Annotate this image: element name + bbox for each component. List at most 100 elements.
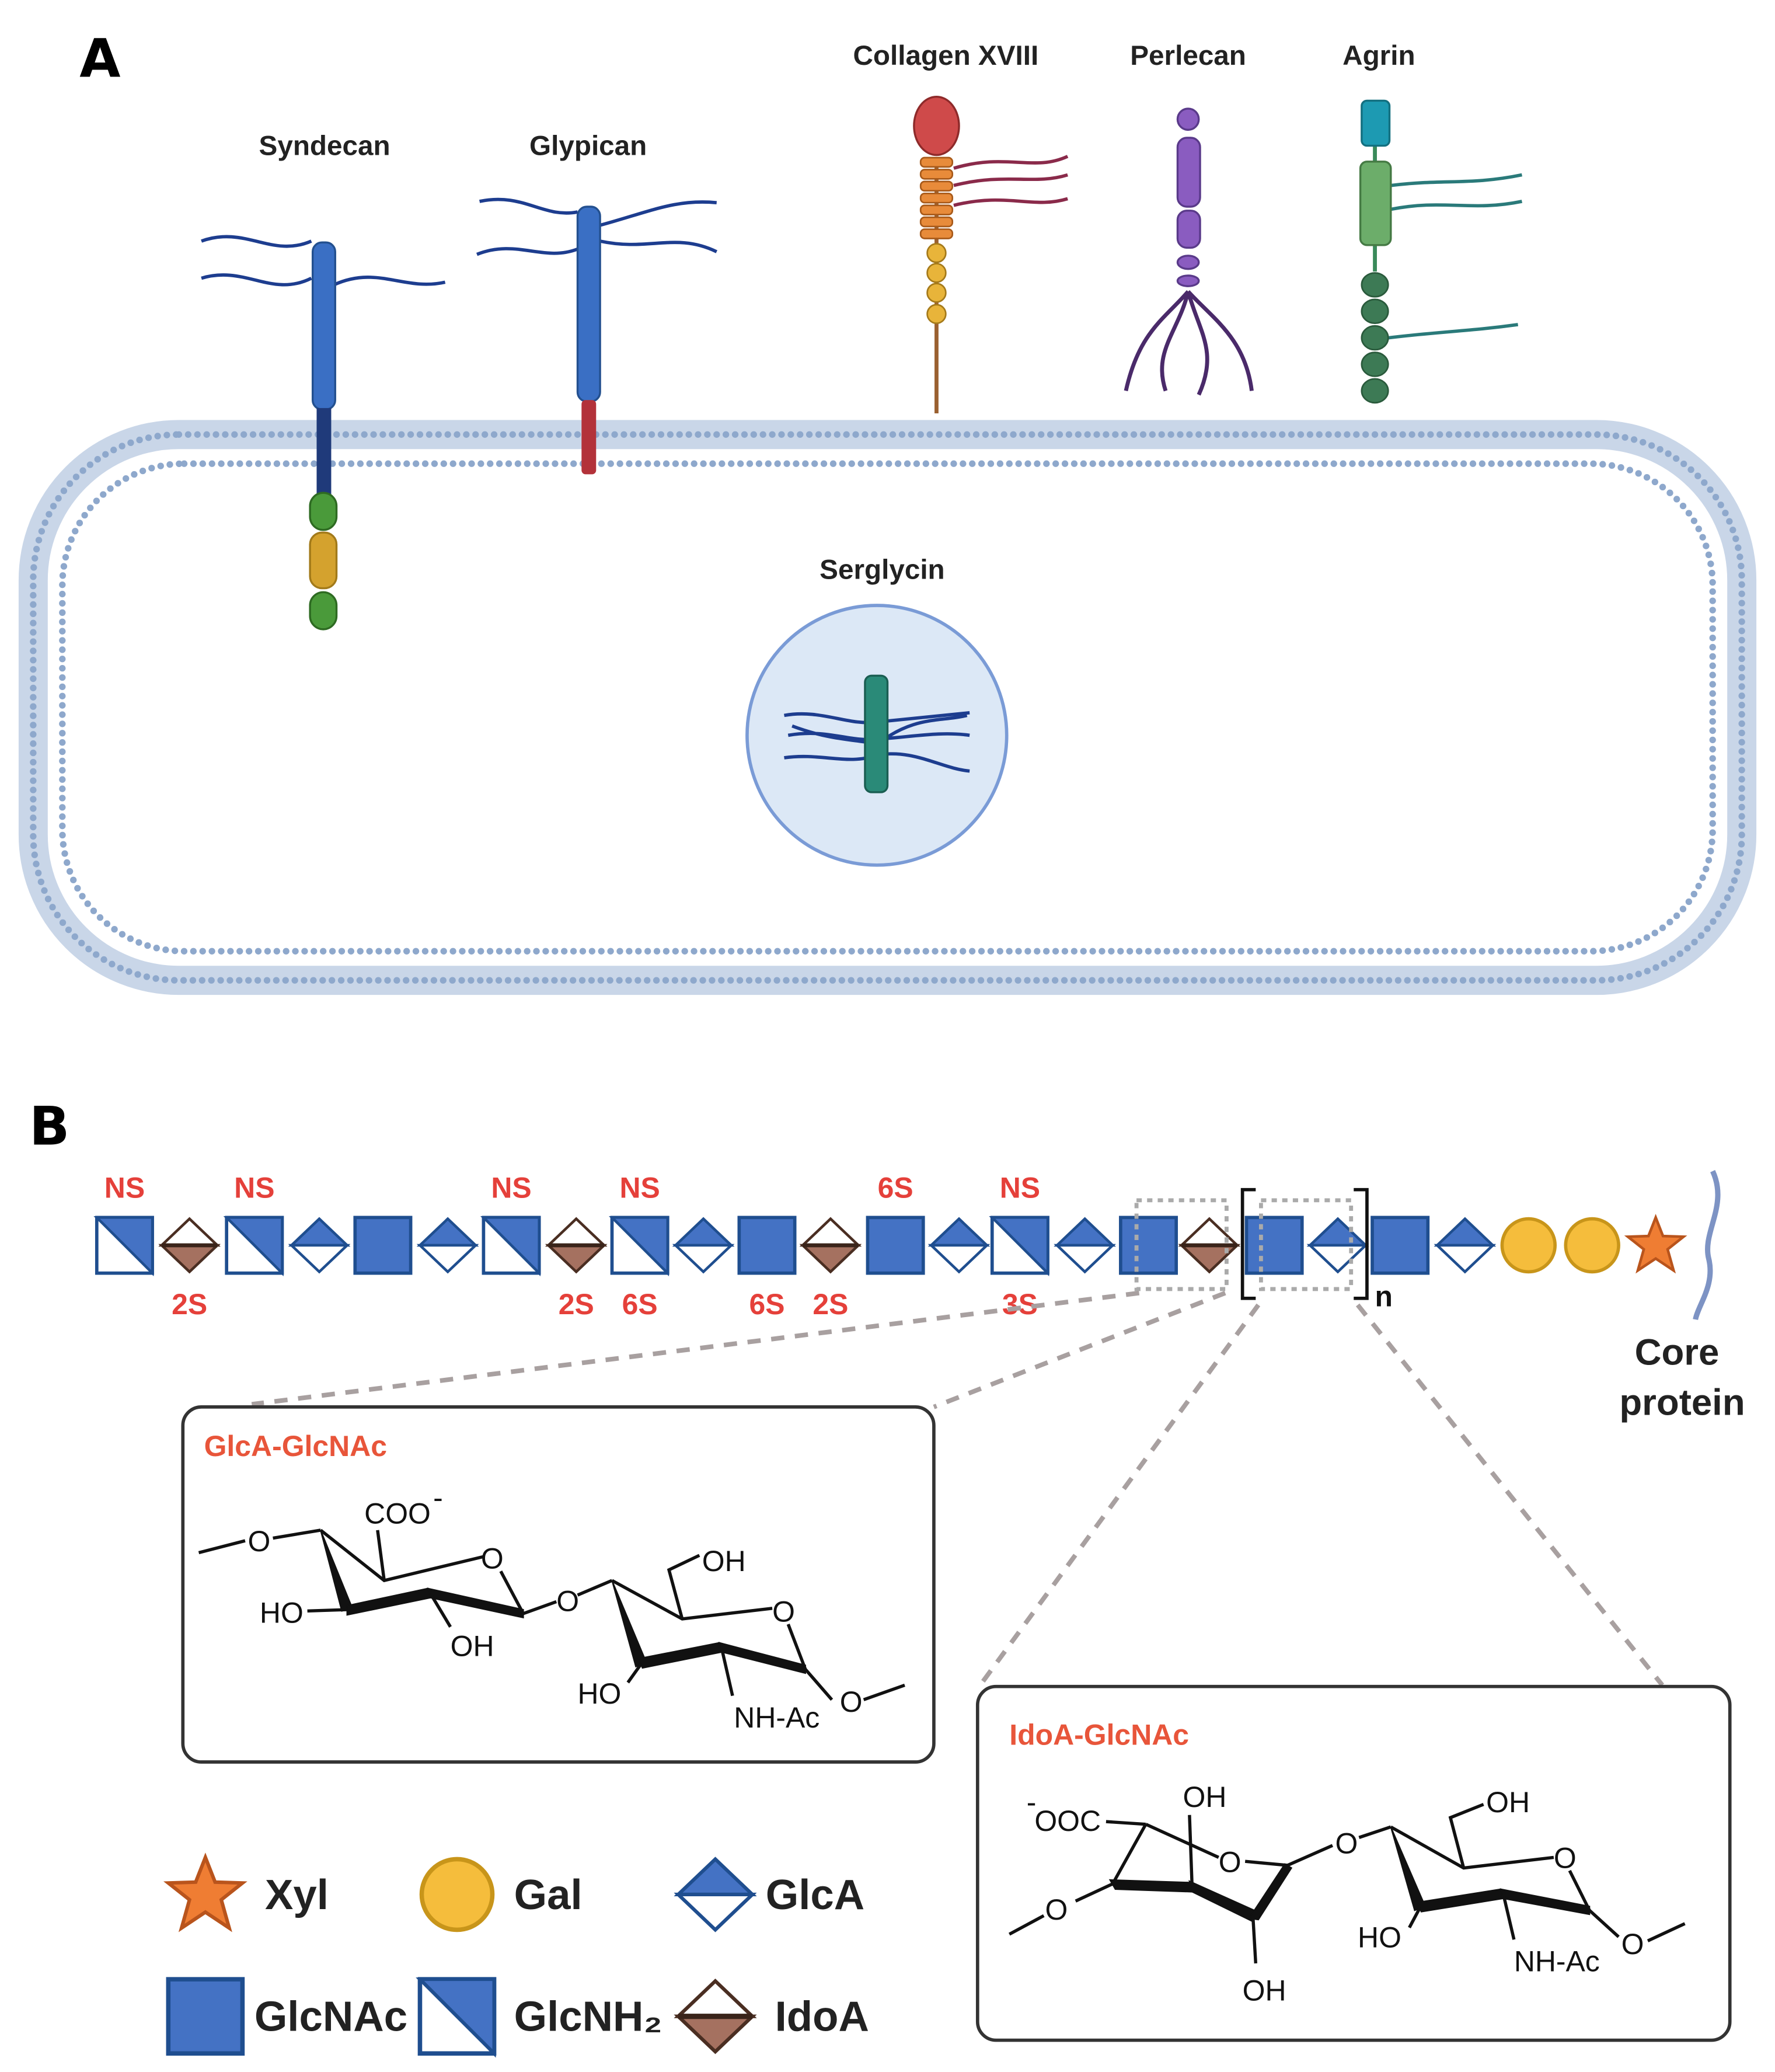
residue-glca [675, 1219, 731, 1272]
residue-glcnh2 [483, 1217, 539, 1273]
atom-ho: HO [578, 1677, 622, 1710]
atom-oh: OH [702, 1545, 746, 1577]
residue-glca [931, 1219, 986, 1272]
idoa-glcnac-structure-box: IdoA-GlcNAc - OOC [975, 1684, 1732, 2042]
residue-gal [1502, 1219, 1555, 1272]
repeat-n-label: n [1375, 1280, 1393, 1312]
residue-xyl [1628, 1217, 1683, 1270]
sulfation-label: 6S [622, 1288, 658, 1321]
atom-o: O [1621, 1928, 1644, 1960]
atom-o: O [840, 1686, 863, 1718]
collagen-xviii: Collagen XVIII [853, 40, 1069, 413]
sulfation-label: NS [234, 1171, 274, 1204]
glca-glcnac-bonds [198, 1528, 905, 1701]
serglycin-label: Serglycin [820, 555, 944, 586]
atom-oh: OH [1486, 1786, 1530, 1819]
idoa-glcnac-bonds [1008, 1803, 1686, 1964]
residue-glcnh2 [612, 1217, 668, 1273]
sulfation-label: 2S [172, 1288, 207, 1321]
syndecan: Syndecan [201, 130, 446, 631]
atom-ring-o: O [481, 1542, 504, 1575]
sulfation-label: NS [1000, 1171, 1040, 1204]
glypican-label: Glypican [529, 130, 647, 161]
residue-glcnh2 [992, 1217, 1048, 1273]
residue-glca [1310, 1219, 1365, 1272]
legend-square-half-icon [420, 1979, 494, 2053]
panel-a-letter: A [79, 29, 120, 90]
residue-idoa [803, 1219, 858, 1272]
perlecan: Perlecan [1124, 40, 1254, 396]
residue-glcnac [867, 1217, 923, 1273]
core-protein-label-2: protein [1619, 1381, 1745, 1423]
glca-glcnac-title: GlcA-GlcNAc [204, 1430, 387, 1462]
atom-oh: OH [451, 1629, 494, 1662]
core-protein: Core protein [1619, 1170, 1745, 1423]
atom-oh: OH [1183, 1781, 1227, 1813]
legend-label: IdoA [775, 1993, 869, 2040]
residue-glcnh2 [226, 1217, 282, 1273]
legend-star-icon [168, 1857, 242, 1928]
syndecan-label: Syndecan [259, 130, 390, 161]
legend-diamond-blue-top-icon [678, 1859, 752, 1930]
atom-ring-o: O [1554, 1842, 1577, 1875]
legend-label: GlcNH₂ [514, 1993, 662, 2040]
residue-gal [1565, 1219, 1619, 1272]
atom-glycosidic-o: O [1335, 1827, 1358, 1860]
legend-diamond-brown-bottom-icon [678, 1981, 752, 2052]
atom-charge: - [1027, 1786, 1037, 1819]
atom-ho: HO [1358, 1921, 1401, 1954]
legend-label: GlcA [766, 1871, 864, 1918]
sulfation-label: 6S [749, 1288, 784, 1321]
atom-glycosidic-o: O [556, 1585, 579, 1617]
residue-glcnh2 [97, 1217, 152, 1273]
legend-label: Xyl [265, 1871, 329, 1918]
atom-coo: COO [364, 1498, 431, 1530]
sulfation-label: NS [619, 1171, 660, 1204]
glca-glcnac-structure-box: GlcA-GlcNAc O COO - [181, 1405, 936, 1764]
legend-label: GlcNAc [254, 1993, 407, 2040]
legend-square-filled-icon [168, 1979, 242, 2053]
legend: Xyl Gal GlcA GlcNAc GlcNH₂ IdoA [168, 1857, 869, 2053]
residue-glca [1057, 1219, 1113, 1272]
residue-glcnac [739, 1217, 794, 1273]
atom-nhac: NH-Ac [1514, 1945, 1600, 1978]
zoom-lines [251, 1290, 1665, 1687]
residue-glcnac [1121, 1217, 1176, 1273]
legend-label: Gal [514, 1871, 583, 1918]
collagen-xviii-label: Collagen XVIII [853, 40, 1039, 71]
sulfation-label: 2S [812, 1288, 848, 1321]
residue-glcnac [355, 1217, 410, 1273]
residue-glca [1437, 1219, 1492, 1272]
sulfation-label: 2S [559, 1288, 594, 1321]
legend-circle-icon [422, 1859, 493, 1930]
residue-glca [420, 1219, 475, 1272]
residue-idoa [549, 1219, 604, 1272]
residue-idoa [1181, 1219, 1237, 1272]
agrin-label: Agrin [1342, 40, 1415, 71]
residue-glca [291, 1219, 347, 1272]
core-protein-label-1: Core [1635, 1331, 1720, 1373]
residue-glcnac [1246, 1217, 1302, 1273]
sulfation-label: NS [491, 1171, 531, 1204]
atom-ho: HO [260, 1597, 304, 1629]
idoa-glcnac-title: IdoA-GlcNAc [1009, 1719, 1189, 1751]
agrin: Agrin [1342, 40, 1523, 404]
sulfation-label: NS [104, 1171, 145, 1204]
panel-b-letter: B [29, 1096, 69, 1158]
residue-idoa [162, 1219, 217, 1272]
glypican: Glypican [476, 130, 718, 475]
cell-membrane [18, 420, 1757, 995]
atom-ring-o: O [772, 1595, 795, 1628]
atom-ooc: OOC [1034, 1805, 1101, 1837]
repeat-unit-markers: n [1134, 1188, 1393, 1312]
residue-glcnac [1372, 1217, 1428, 1273]
atom-oh: OH [1243, 1974, 1286, 2007]
serglycin: Serglycin [745, 555, 1009, 867]
perlecan-label: Perlecan [1130, 40, 1246, 71]
atom-o: O [247, 1525, 270, 1558]
atom-charge: - [433, 1481, 443, 1514]
atom-ring-o: O [1219, 1845, 1242, 1878]
atom-o: O [1045, 1893, 1068, 1926]
